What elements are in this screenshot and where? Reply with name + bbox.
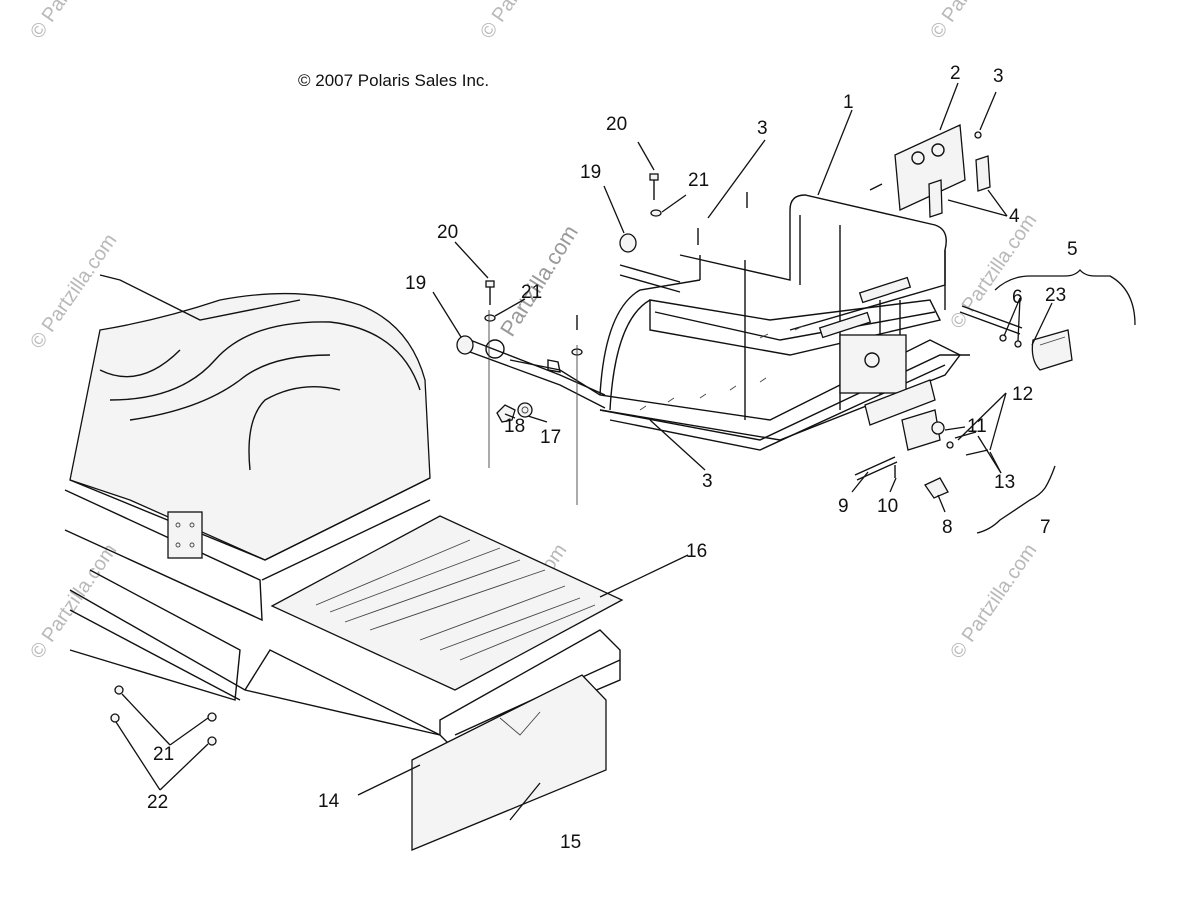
- snow-flap-15: [411, 674, 607, 851]
- callout-7: 7: [1040, 517, 1051, 538]
- callout-13: 13: [994, 472, 1015, 493]
- watermark-mr: © Partzilla.com: [946, 210, 1041, 333]
- watermark-tl: © Partzilla.com: [26, 0, 121, 43]
- callout-8: 8: [942, 517, 953, 538]
- callout-17: 17: [540, 427, 561, 448]
- callout-6: 6: [1012, 287, 1023, 308]
- reflector-strips-4: [928, 155, 991, 218]
- callout-3-mid: 3: [757, 118, 768, 139]
- watermark-bl: © Partzilla.com: [26, 540, 121, 663]
- callout-1: 1: [843, 92, 854, 113]
- rack-bracket: [839, 334, 907, 394]
- cargo-rack-1: [509, 194, 970, 451]
- callout-3-top: 3: [993, 66, 1004, 87]
- hardware-washers-21-22: [110, 685, 217, 746]
- callout-19-lower: 19: [405, 273, 426, 294]
- screw-3-top: [974, 131, 982, 139]
- callout-3-low: 3: [702, 471, 713, 492]
- leader-lines: [115, 82, 1053, 821]
- watermark-tr: © Partzilla.com: [926, 0, 1021, 43]
- hardware-left: [456, 173, 804, 505]
- callout-2: 2: [950, 63, 961, 84]
- callout-19-upper: 19: [580, 162, 601, 183]
- copyright-text: © 2007 Polaris Sales Inc.: [298, 71, 489, 90]
- callout-21-bottom: 21: [153, 744, 174, 765]
- brace-7: [976, 465, 1056, 534]
- callout-5: 5: [1067, 239, 1078, 260]
- callout-4: 4: [1009, 206, 1020, 227]
- callout-20-upper: 20: [606, 114, 627, 135]
- callout-23: 23: [1045, 285, 1066, 306]
- callout-20-lower: 20: [437, 222, 458, 243]
- tail-light-assembly-5: [959, 305, 1073, 371]
- watermark-center: Partzilla.com: [495, 221, 583, 341]
- callout-9: 9: [838, 496, 849, 517]
- brace-5: [994, 268, 1136, 326]
- watermark-tc: © Partzilla.com: [476, 0, 571, 43]
- seat-latch: [167, 511, 203, 559]
- callout-16: 16: [686, 541, 707, 562]
- floor-mat-16: [270, 515, 624, 691]
- callout-22: 22: [147, 792, 168, 813]
- plate-2: [869, 124, 966, 211]
- callout-numbers: 1 2 3 3 3 4 5 6 23 11 12 13 7 8 9 10 16 …: [147, 63, 1078, 853]
- callout-21-upper: 21: [688, 170, 709, 191]
- frame-tube: [469, 264, 681, 409]
- callout-11: 11: [967, 416, 987, 437]
- callout-18: 18: [504, 416, 525, 437]
- watermark-br: © Partzilla.com: [946, 540, 1041, 663]
- callout-15: 15: [560, 832, 581, 853]
- callout-12: 12: [1012, 384, 1033, 405]
- callout-10: 10: [877, 496, 898, 517]
- callout-14: 14: [318, 791, 340, 812]
- hitch-assembly-7: [854, 409, 989, 499]
- seat-assembly: [64, 274, 441, 736]
- callout-21-lower: 21: [521, 282, 542, 303]
